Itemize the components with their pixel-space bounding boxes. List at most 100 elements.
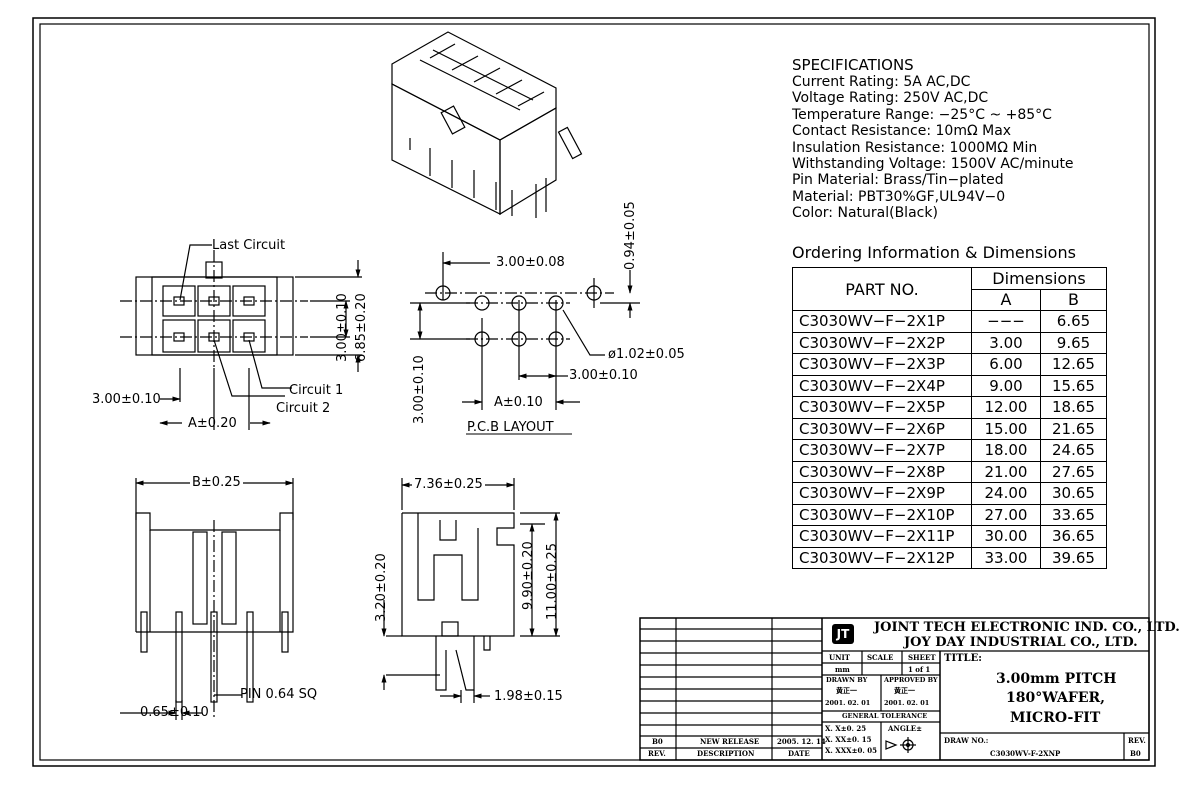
part-no-cell: C3030WV−F−2X9P	[792, 482, 972, 505]
approved-by-header: APPROVED BY	[884, 676, 938, 684]
part-no-cell: C3030WV−F−2X7P	[792, 439, 972, 462]
part-no-cell: C3030WV−F−2X3P	[792, 353, 972, 376]
dim-198: 1.98±0.15	[494, 689, 563, 704]
dim-b-cell: 18.65	[1040, 396, 1107, 419]
col-a-header: A	[971, 288, 1041, 311]
dim-pcb-hole: ø1.02±0.05	[608, 347, 685, 362]
inner-border	[39, 23, 1150, 761]
dim-a-cell: 6.00	[971, 353, 1041, 376]
dim-pcb-300-010-h: 3.00±0.10	[569, 368, 638, 383]
title-header: TITLE:	[944, 653, 982, 664]
dim-736: 7.36±0.25	[412, 477, 485, 492]
dim-a-cell: 30.00	[971, 525, 1041, 548]
dim-a-cell: 18.00	[971, 439, 1041, 462]
title-block-lines	[639, 617, 1150, 761]
specs-title: SPECIFICATIONS	[792, 56, 914, 74]
circuit1-label: Circuit 1	[289, 383, 344, 398]
dim-b-cell: 30.65	[1040, 482, 1107, 505]
date-col-header: DATE	[788, 749, 810, 758]
company-logo: JT	[832, 624, 854, 644]
spec-line: Current Rating: 5A AC,DC	[792, 74, 971, 90]
sheet-header: SHEET	[908, 653, 936, 662]
dim-v300-010: 3.00±0.10	[335, 293, 350, 362]
part-no-cell: C3030WV−F−2X10P	[792, 503, 972, 526]
spec-line: Pin Material: Brass/Tin−plated	[792, 172, 1004, 189]
ordering-row: C3030WV−F−2X1P−−−6.65	[792, 310, 1107, 333]
rev-row-desc: NEW RELEASE	[700, 737, 760, 746]
part-no-cell: C3030WV−F−2X5P	[792, 396, 972, 419]
ordering-table: PART NO. Dimensions A B C3030WV−F−2X1P−−…	[792, 267, 1107, 569]
dim-a-cell: 3.00	[971, 331, 1041, 354]
title-line-1: 3.00mm PITCH	[996, 671, 1117, 687]
dim-pcb-a010: A±0.10	[494, 395, 543, 410]
iso-connector-view	[391, 31, 583, 218]
pcb-layout	[410, 252, 640, 435]
company-name-2: JOY DAY INDUSTRIAL CO., LTD.	[904, 635, 1138, 650]
draw-no-value: C3030WV-F-2XNP	[990, 749, 1061, 758]
dim-b-cell: 24.65	[1040, 439, 1107, 462]
angle-header: ANGLE±	[888, 724, 922, 733]
dim-b-cell: 39.65	[1040, 546, 1107, 569]
outer-border	[32, 17, 1156, 767]
drawn-date: 2001. 02. 01	[825, 699, 871, 707]
dim-b-cell: 36.65	[1040, 525, 1107, 548]
ordering-title: Ordering Information & Dimensions	[792, 243, 1076, 262]
rev-row-rev: B0	[652, 737, 663, 746]
part-no-cell: C3030WV−F−2X11P	[792, 525, 972, 548]
draw-no-header: DRAW NO.:	[944, 736, 989, 745]
front-view	[120, 244, 362, 430]
dim-v685-020: 6.85±0.20	[354, 293, 369, 362]
drawn-by-value: 黄正一	[836, 686, 857, 695]
spec-line: Withstanding Voltage: 1500V AC/minute	[792, 156, 1074, 172]
dim-320: 3.20±0.20	[374, 553, 389, 622]
title-line-2: 180°WAFER,	[1006, 690, 1106, 706]
col-b-header: B	[1040, 288, 1107, 311]
company-name-1: JOINT TECH ELECTRONIC IND. CO., LTD.	[874, 620, 1180, 635]
side-view	[120, 478, 294, 720]
dim-b-cell: 33.65	[1040, 503, 1107, 526]
spec-line: Insulation Resistance: 1000MΩ Min	[792, 139, 1038, 156]
rev-value: B0	[1130, 749, 1141, 758]
part-no-cell: C3030WV−F−2X8P	[792, 460, 972, 483]
part-no-cell: C3030WV−F−2X12P	[792, 546, 972, 569]
dim-990: 9.90±0.20	[521, 541, 536, 610]
title-line-3: MICRO-FIT	[1010, 710, 1101, 726]
dim-300-010-left: 3.00±0.10	[92, 392, 161, 407]
part-no-cell: C3030WV−F−2X2P	[792, 331, 972, 354]
tolerance-header: GENERAL TOLERANCE	[842, 712, 928, 720]
dim-b-cell: 27.65	[1040, 460, 1107, 483]
part-no-cell: C3030WV−F−2X4P	[792, 374, 972, 397]
dim-a-cell: 12.00	[971, 396, 1041, 419]
dim-a-cell: −−−	[971, 310, 1041, 333]
dim-b-cell: 21.65	[1040, 417, 1107, 440]
sheet-value: 1 of 1	[908, 665, 931, 674]
dim-a-cell: 27.00	[971, 503, 1041, 526]
dim-b-cell: 9.65	[1040, 331, 1107, 354]
last-circuit-label: Last Circuit	[212, 238, 286, 253]
dim-b-cell: 12.65	[1040, 353, 1107, 376]
part-no-cell: C3030WV−F−2X6P	[792, 417, 972, 440]
dim-a-cell: 33.00	[971, 546, 1041, 569]
scale-header: SCALE	[867, 653, 894, 662]
part-no-cell: C3030WV−F−2X1P	[792, 310, 972, 333]
unit-header: UNIT	[829, 653, 850, 662]
projection-symbol	[885, 740, 898, 750]
dim-pcb-094-005: 0.94±0.05	[623, 201, 638, 270]
dim-a-cell: 21.00	[971, 460, 1041, 483]
dim-b-cell: 6.65	[1040, 310, 1107, 333]
col-part-header: PART NO.	[792, 267, 972, 311]
pin-label: PIN 0.64 SQ	[240, 687, 318, 702]
spec-line: Color: Natural(Black)	[792, 205, 938, 222]
dim-065: 0.65±0.10	[140, 705, 209, 720]
dim-pcb-300-010-v: 3.00±0.10	[412, 355, 427, 424]
